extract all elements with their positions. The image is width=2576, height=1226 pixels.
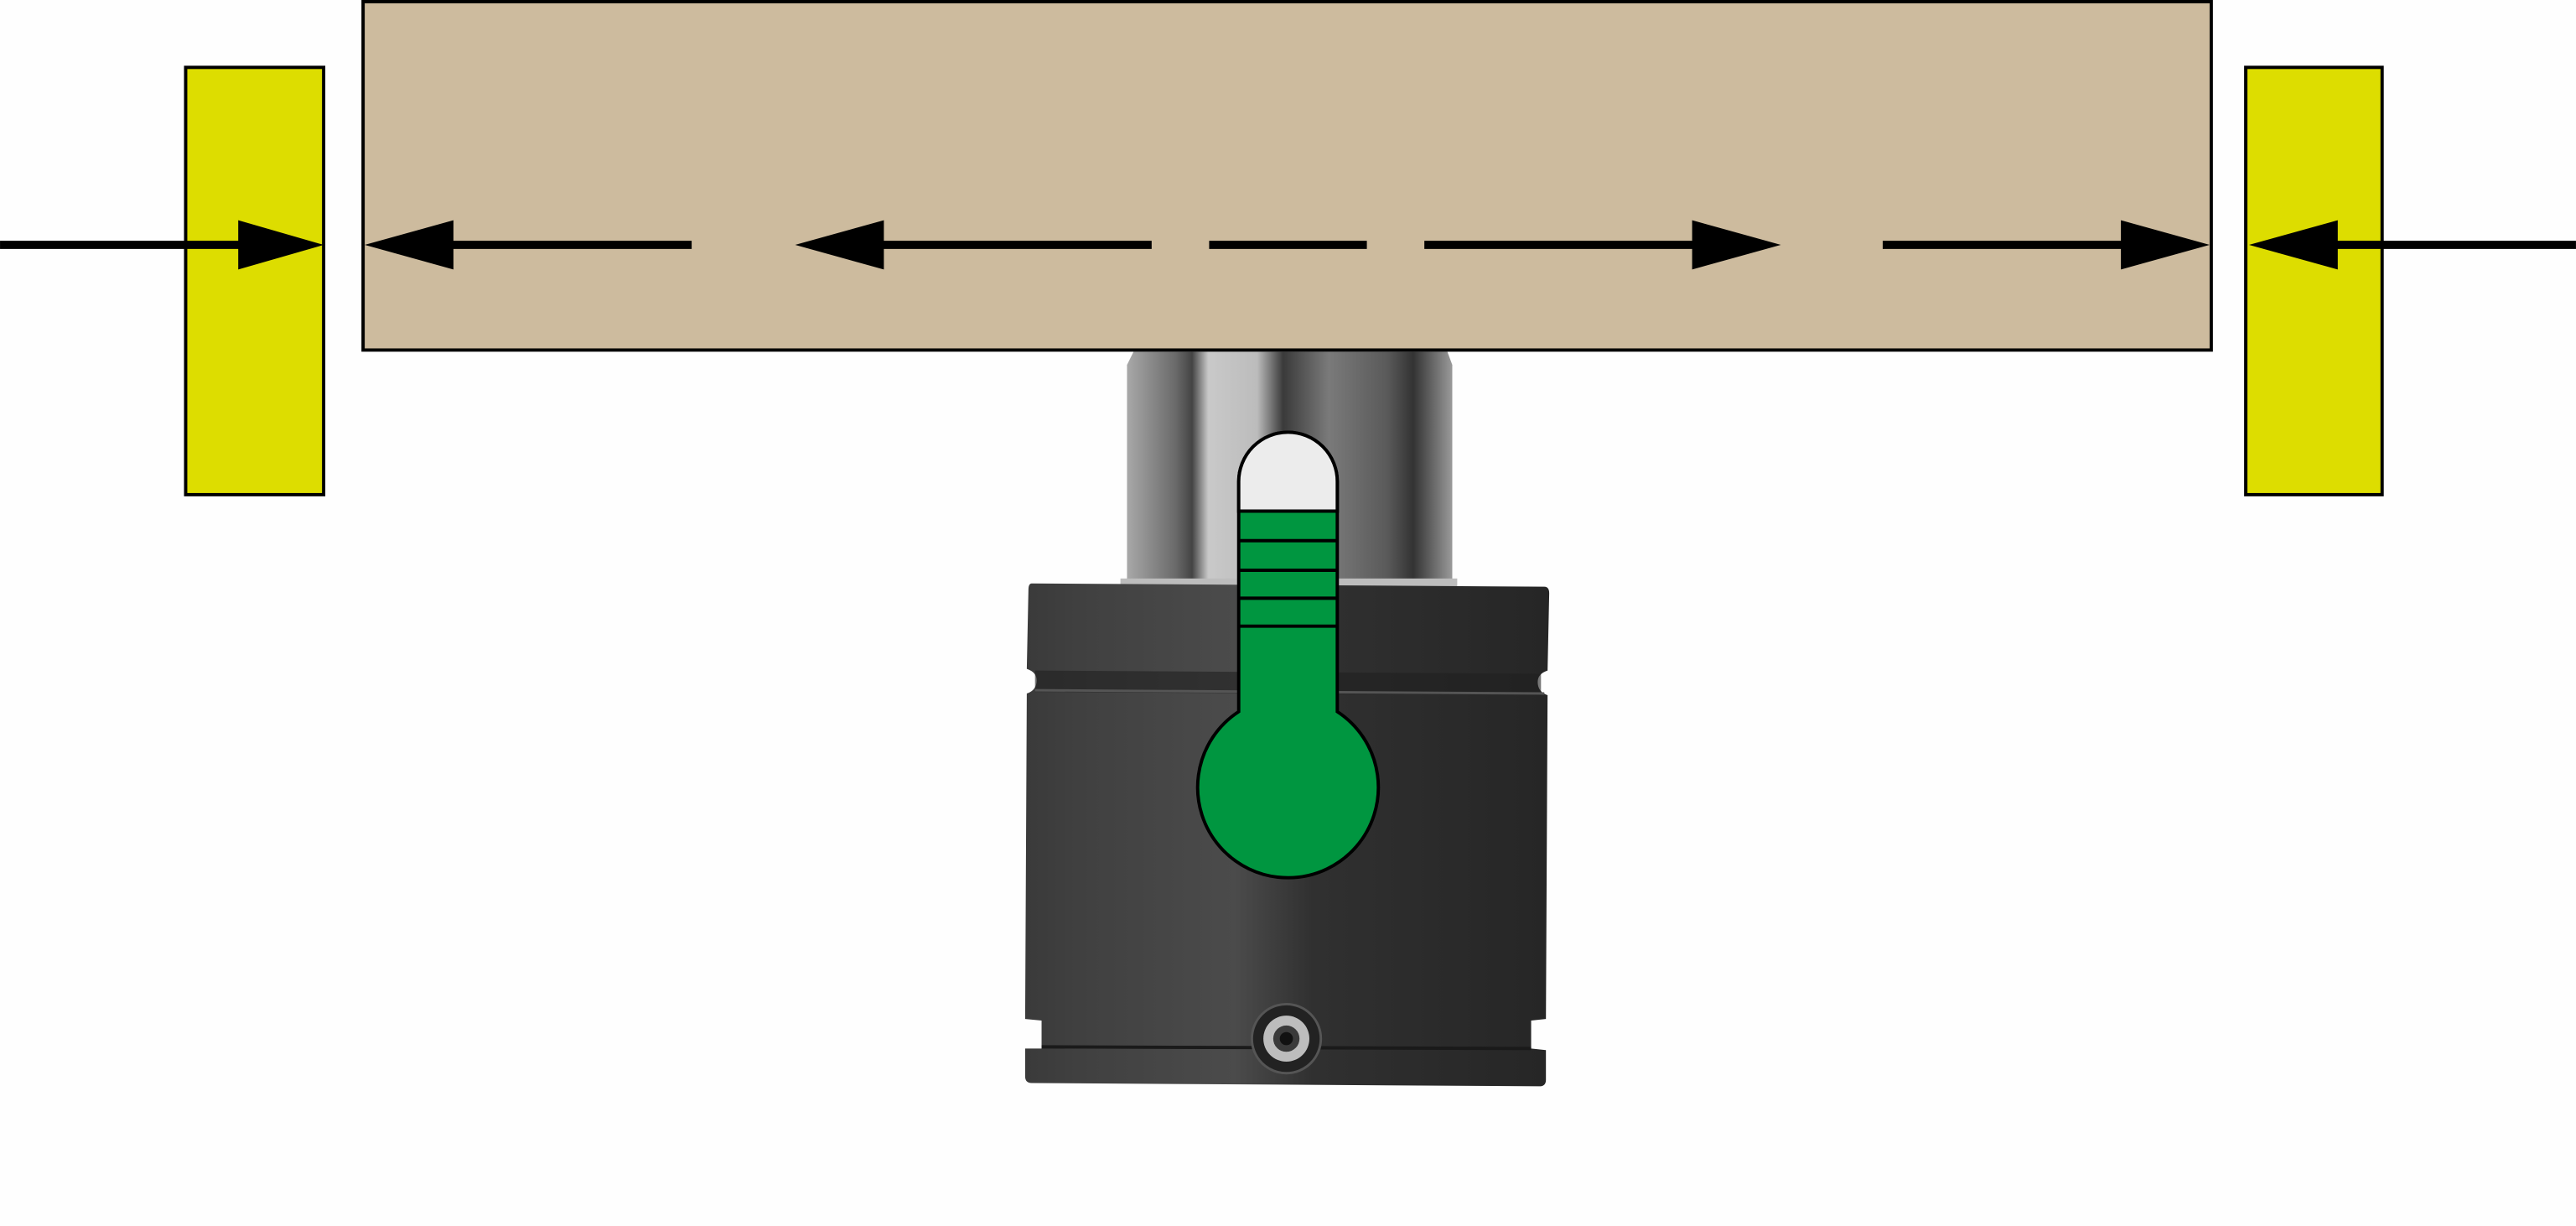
expansion-arrow-left-outer-icon (365, 220, 692, 270)
clamp-arrow-right-icon (2248, 220, 2576, 270)
clamp-jaw-left (184, 65, 326, 496)
clamp-jaw-right (2244, 65, 2384, 496)
clamp-arrow-left-icon (0, 220, 324, 270)
set-screw (1250, 1002, 1323, 1075)
thermometer-icon (1195, 430, 1381, 880)
expansion-arrow-right-inner-icon (1424, 220, 1781, 270)
expansion-arrow-left-inner-icon (795, 220, 1152, 270)
expansion-arrow-right-outer-icon (1882, 220, 2210, 270)
force-arrows (0, 220, 2576, 270)
workpiece (361, 0, 2213, 352)
